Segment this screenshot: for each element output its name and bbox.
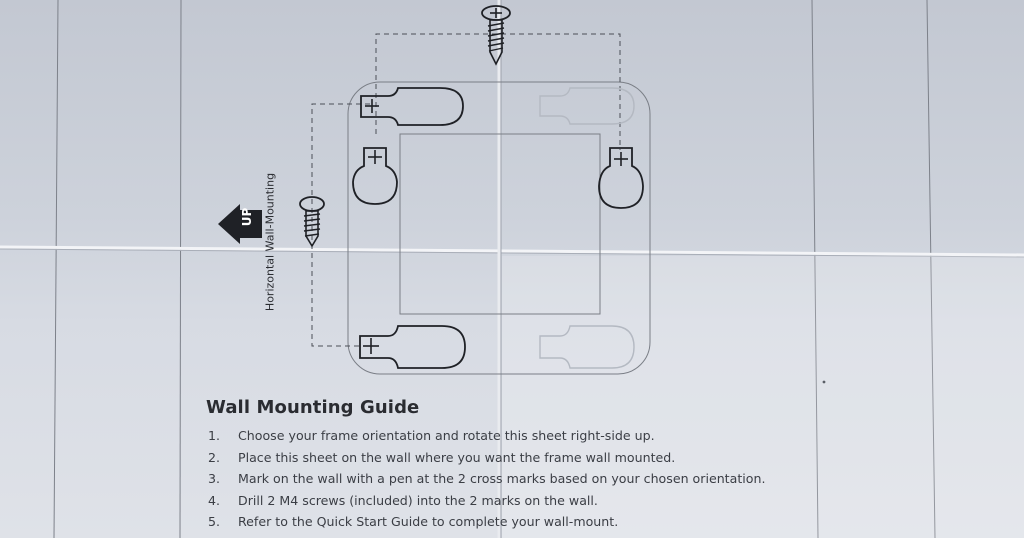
screw-icon-top (481, 5, 511, 66)
faint-slots (539, 87, 635, 369)
ruling-lines (53, 0, 936, 538)
guide-step: 4.Drill 2 M4 screws (included) into the … (208, 492, 598, 508)
wall-mounting-guide: Wall Mounting Guide 1.Choose your frame … (206, 397, 806, 536)
guide-step: 1.Choose your frame orientation and rota… (208, 428, 655, 443)
guide-steps: 1.Choose your frame orientation and rota… (206, 428, 806, 536)
dashed-guides (311, 33, 621, 347)
guide-step: 3.Mark on the wall with a pen at the 2 c… (208, 471, 766, 486)
up-arrow-icon (218, 204, 262, 244)
orientation-label: Horizontal Wall-Mounting (263, 172, 277, 312)
guide-step: 2.Place this sheet on the wall where you… (208, 449, 676, 465)
up-label: UP (240, 207, 254, 227)
screw-icon-left (299, 196, 325, 248)
frame-outline (347, 81, 651, 375)
cross-marks (363, 99, 628, 354)
keyhole-slots (352, 87, 644, 369)
horizontal-crease (0, 245, 1024, 257)
guide-step: 5.Refer to the Quick Start Guide to comp… (208, 514, 619, 529)
guide-title: Wall Mounting Guide (206, 397, 420, 418)
frame-inner-square (399, 133, 601, 315)
